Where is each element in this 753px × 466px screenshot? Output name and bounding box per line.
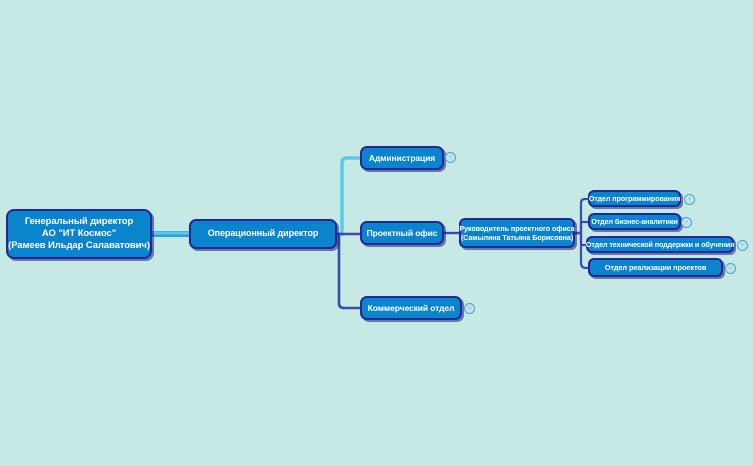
node-department-project-implementation[interactable]: Отдел реализации проектов	[588, 258, 723, 277]
node-department-project-implementation-label: Отдел реализации проектов	[604, 262, 707, 272]
expand-collapse-icon-department-project-implementation[interactable]: ○	[725, 263, 736, 274]
node-general-director-line1: Генеральный директор	[24, 216, 134, 228]
expand-collapse-icon-administration[interactable]: ○	[445, 152, 456, 163]
connector-operational-to-administration	[337, 156, 360, 236]
node-operational-director-label: Операционный директор	[207, 228, 319, 239]
node-project-office-head-line1: Руководитель проектного офиса	[459, 224, 575, 233]
node-project-office-head[interactable]: Руководитель проектного офиса (Самылина …	[459, 218, 575, 248]
expand-collapse-icon-department-business-analytics[interactable]: ○	[681, 217, 692, 228]
node-commercial-department-label: Коммерческий отдел	[367, 302, 455, 313]
node-project-office-head-line2: (Самылина Татьяна Борисовна)	[460, 233, 574, 242]
node-department-technical-support[interactable]: Отдел технической поддержки и обучения	[586, 236, 734, 253]
node-department-business-analytics[interactable]: Отдел бизнес-аналитики	[588, 213, 681, 230]
node-department-programming[interactable]: Отдел программирования	[588, 190, 681, 207]
node-department-programming-label: Отдел программирования	[588, 194, 681, 203]
connector-operational-to-commercial	[337, 234, 360, 310]
expand-collapse-icon-department-programming[interactable]: ○	[684, 194, 695, 205]
node-department-business-analytics-label: Отдел бизнес-аналитики	[591, 217, 678, 226]
node-general-director-line2: АО "ИТ Космос"	[41, 228, 117, 240]
node-project-office[interactable]: Проектный офис	[360, 221, 444, 245]
node-project-office-label: Проектный офис	[366, 227, 438, 238]
connector-head-to-department-1	[575, 197, 588, 235]
node-general-director-line3: (Рамеев Ильдар Салаватович)	[8, 239, 150, 251]
connector-head-to-department-4	[575, 231, 588, 270]
node-operational-director[interactable]: Операционный директор	[189, 219, 337, 249]
expand-collapse-icon-department-technical-support[interactable]: ○	[737, 240, 748, 251]
expand-collapse-icon-commercial-department[interactable]: ○	[464, 303, 475, 314]
node-administration-label: Администрация	[368, 152, 436, 163]
node-department-technical-support-label: Отдел технической поддержки и обучения	[585, 240, 735, 249]
node-general-director[interactable]: Генеральный директор АО "ИТ Космос" (Рам…	[6, 209, 152, 259]
node-administration[interactable]: Администрация	[360, 146, 444, 170]
connector-head-to-department-2	[575, 220, 588, 235]
node-commercial-department[interactable]: Коммерческий отдел	[360, 296, 462, 320]
